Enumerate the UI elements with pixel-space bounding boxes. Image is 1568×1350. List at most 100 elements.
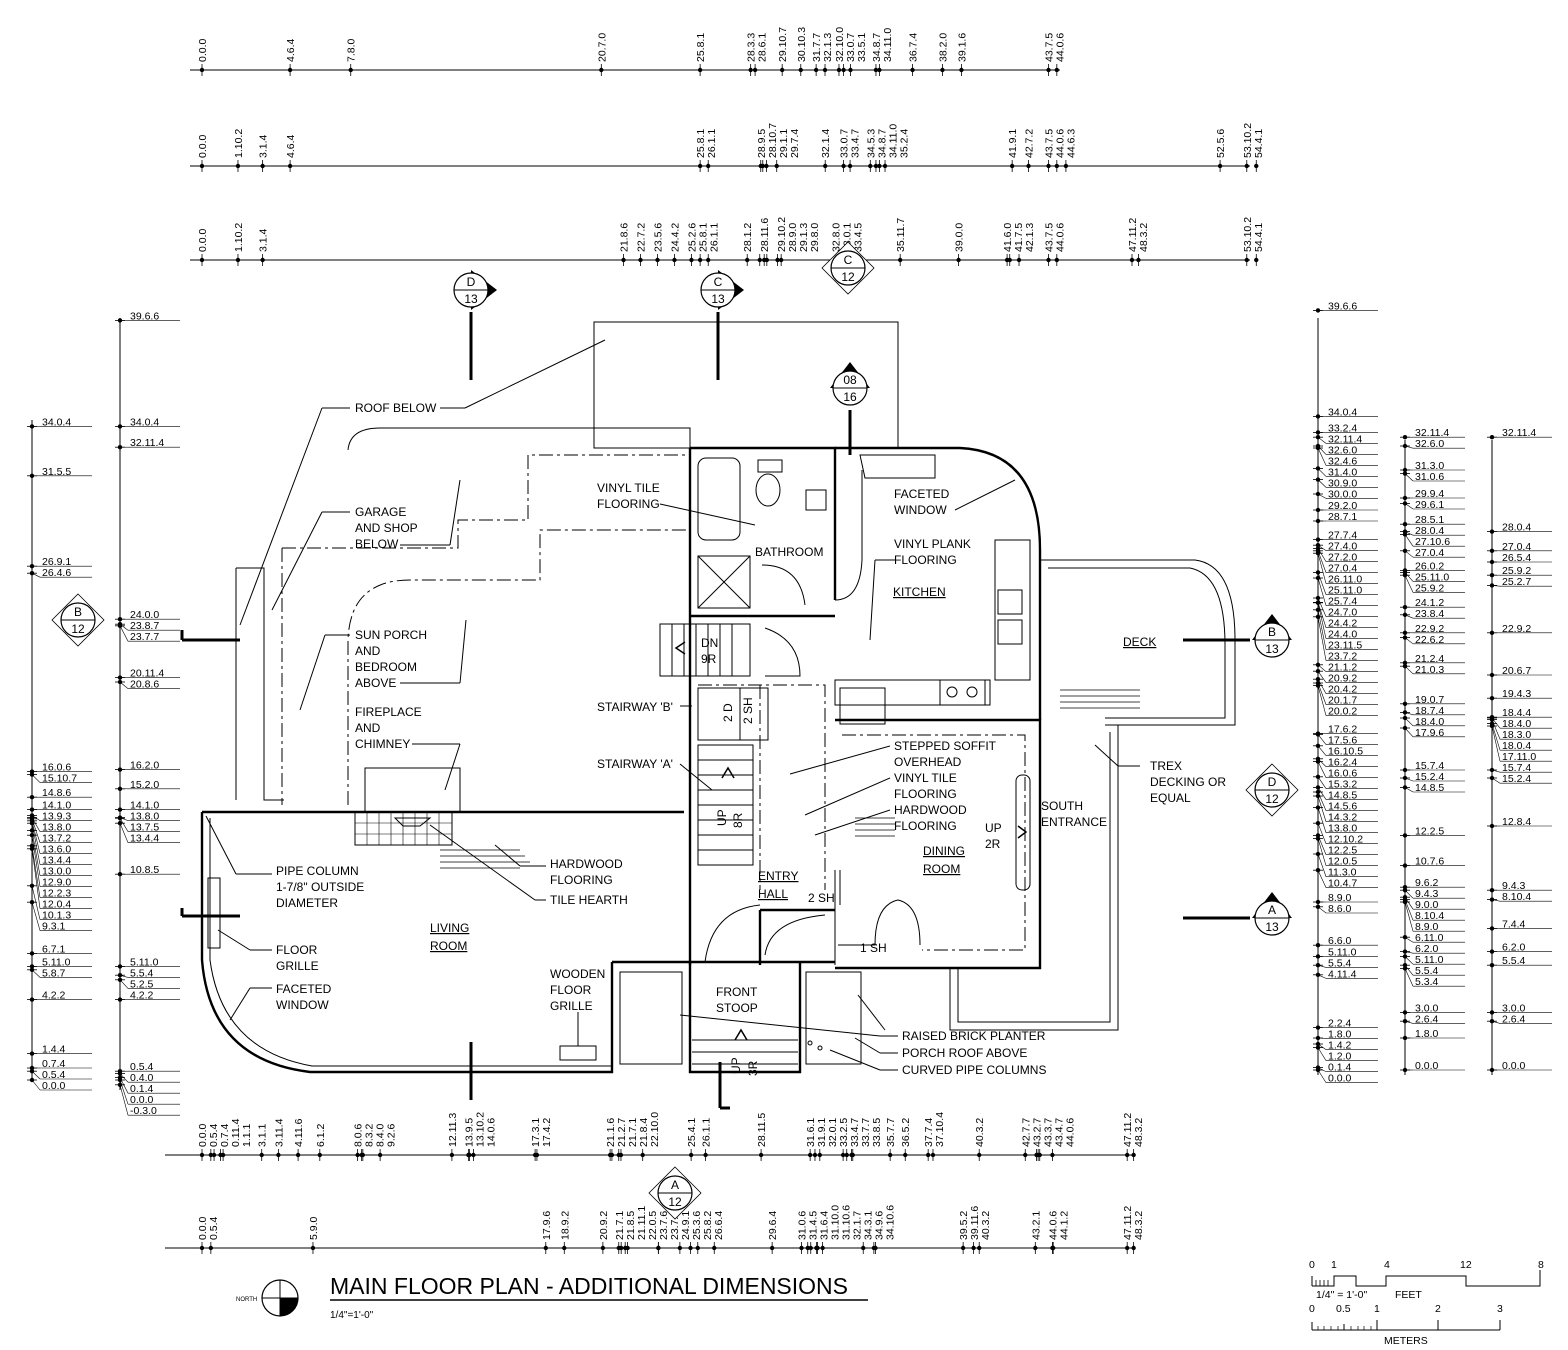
- dimension-label: 27.0.4: [1502, 541, 1531, 553]
- dimension-label: 21.2.4: [1415, 653, 1444, 665]
- kitchen-counter-south: [834, 679, 991, 706]
- chimney: [364, 767, 461, 813]
- dimension-label: 31.10.0: [830, 1205, 842, 1240]
- sun-porch-dashed: [281, 454, 690, 805]
- dimension-label: 25.7.4: [1328, 596, 1357, 608]
- dimension-label: 53.10.2: [1242, 123, 1254, 158]
- dimension-label: 20.8.6: [130, 679, 159, 691]
- dimension-label: 15.2.4: [1502, 773, 1531, 785]
- dimension-label: 40.3.2: [980, 1211, 992, 1240]
- dimension-label: 31.3.0: [1415, 460, 1444, 472]
- dimension-label: 22.7.2: [636, 223, 648, 252]
- dimension-label: 13.7.2: [42, 833, 71, 845]
- dimension-label: 12.0.5: [1328, 856, 1357, 868]
- note-floor-grille-2: GRILLE: [276, 959, 319, 973]
- dimension-label: 3.0.0: [1415, 1002, 1439, 1014]
- dimension-label: 6.6.0: [1328, 935, 1352, 947]
- stoop-risers: 3R: [746, 1060, 760, 1076]
- note-garage-2: AND SHOP: [355, 521, 418, 535]
- dimension-label: 5.5.4: [130, 967, 154, 979]
- section-marker[interactable]: C13: [700, 270, 744, 310]
- dimension-label: 29.10.7: [777, 27, 789, 62]
- dimension-label: 8.9.0: [1328, 892, 1352, 904]
- dimension-label: 17.9.6: [1415, 727, 1444, 739]
- dimension-label: 29.8.0: [809, 223, 821, 252]
- section-marker[interactable]: A12: [648, 1166, 702, 1220]
- bath-wall: [690, 446, 837, 600]
- dimension-label: 44.0.6: [1055, 223, 1067, 252]
- dimension-label: 21.7.1: [614, 1211, 626, 1240]
- dimension-label: 32.6.0: [1328, 444, 1357, 456]
- dimension-label: 28.0.4: [1502, 522, 1531, 534]
- dimension-label: 54.4.1: [1253, 129, 1265, 158]
- dimension-label: 6.1.2: [315, 1123, 327, 1147]
- section-marker[interactable]: D13: [453, 270, 497, 310]
- dining-up-label: UP: [985, 821, 1002, 835]
- dimension-label: 20.0.2: [1328, 706, 1357, 718]
- dimension-row-left-2: 39.6.634.0.432.11.424.0.023.8.723.7.720.…: [115, 310, 180, 1117]
- dimension-label: 21.8.5: [625, 1211, 637, 1240]
- dimension-label: 23.5.6: [652, 223, 664, 252]
- dimension-label: 5.8.7: [42, 967, 66, 979]
- note-sun-porch-1: SUN PORCH: [355, 628, 427, 642]
- scale-tick-m-2: 2: [1435, 1303, 1441, 1315]
- south-deck: [949, 724, 1119, 1031]
- dimension-label: 29.6.4: [767, 1211, 779, 1240]
- note-sun-porch-4: ABOVE: [355, 676, 396, 690]
- dimension-label: 13.4.4: [130, 833, 159, 845]
- dimension-label: 13.8.0: [130, 811, 159, 823]
- dimension-label: 43.7.5: [1044, 33, 1056, 62]
- kitchen-counter-top: [859, 454, 936, 479]
- dimension-label: 9.2.6: [386, 1123, 398, 1147]
- closet-2d-label: 2 D: [721, 703, 735, 722]
- section-marker[interactable]: C12: [821, 241, 875, 295]
- dimension-label: 13.6.0: [42, 844, 71, 856]
- marker-id: C: [714, 275, 723, 289]
- dimension-label: 21.11.1: [636, 1206, 648, 1240]
- dimension-label: 5.2.5: [130, 978, 154, 990]
- dimension-label: 25.9.2: [1502, 565, 1531, 577]
- dimension-label: 25.2.7: [1502, 576, 1531, 588]
- dimension-label: 13.8.0: [42, 822, 71, 834]
- south-label-1: SOUTH: [1041, 799, 1083, 813]
- dimension-label: 9.0.0: [1415, 899, 1439, 911]
- dimension-label: 5.5.4: [1415, 965, 1439, 977]
- dimension-label: 48.3.2: [1138, 223, 1150, 252]
- dimension-label: 18.4.0: [1502, 718, 1531, 730]
- section-marker[interactable]: B12: [51, 593, 105, 647]
- south-deck-inner: [957, 732, 1111, 1023]
- dimension-label: 1.4.2: [1328, 1040, 1352, 1052]
- dimension-label: 25.8.1: [695, 33, 707, 62]
- marker-sheet: 16: [843, 390, 857, 404]
- dimension-label: 42.7.7: [1020, 1118, 1032, 1147]
- arrow-right-icon: [1017, 825, 1028, 839]
- dimension-label: 31.4.0: [1328, 466, 1357, 478]
- dimension-label: 26.1.1: [701, 1118, 713, 1147]
- dimension-label: 3.0.0: [1502, 1002, 1526, 1014]
- section-marker[interactable]: A13: [1252, 892, 1292, 936]
- entry-2sh-label: 2 SH: [808, 891, 835, 905]
- dimension-label: 25.8.1: [695, 129, 707, 158]
- dimension-label: 1.8.0: [1415, 1028, 1439, 1040]
- dimension-label: 23.7.2: [1328, 651, 1357, 663]
- dimension-label: 34.11.0: [882, 28, 894, 62]
- dimension-label: 32.1.3: [822, 33, 834, 62]
- dimension-label: 23.8.7: [130, 620, 159, 632]
- dimension-label: 33.2.4: [1328, 422, 1357, 434]
- arrow-up-icon: [734, 1028, 748, 1041]
- note-vinyl-tile-2: FLOORING: [597, 497, 660, 511]
- dimension-label: 31.9.1: [816, 1118, 828, 1147]
- section-marker[interactable]: D12: [1245, 763, 1299, 817]
- section-marker[interactable]: B13: [1252, 614, 1292, 658]
- dimension-label: 28.3.3: [746, 33, 758, 62]
- dimension-label: 39.6.6: [1328, 300, 1357, 312]
- dimension-label: 21.1.6: [605, 1118, 617, 1147]
- dimension-label: 44.0.6: [1065, 1118, 1077, 1147]
- dimension-label: 24.4.2: [669, 223, 681, 252]
- dimension-label: 12.2.5: [1415, 825, 1444, 837]
- garage-wall: [235, 567, 284, 801]
- dimension-label: 14.0.6: [485, 1118, 497, 1147]
- dimension-label: 18.0.4: [1502, 740, 1531, 752]
- dimension-label: 31.0.6: [797, 1211, 809, 1240]
